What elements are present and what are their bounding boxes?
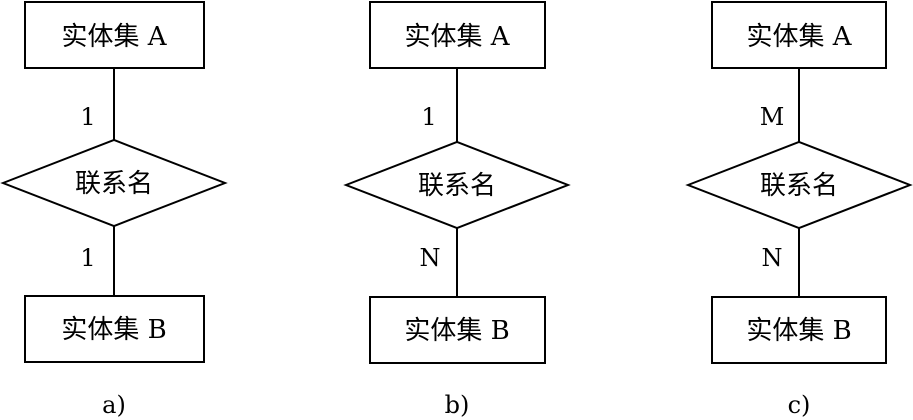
cardinality-bottom: 1 [80, 244, 95, 272]
entity-a-label: 实体集 A [746, 22, 852, 52]
entity-b-box [369, 296, 546, 364]
diagram-a: 实体集 A 联系名 实体集 B 1 1 a) [0, 1, 228, 419]
cardinality-top: 1 [421, 103, 436, 131]
relationship-diamond [343, 140, 571, 230]
diagram-b: 实体集 A 联系名 实体集 B 1 N b) [343, 1, 571, 419]
relationship-label: 联系名 [75, 169, 153, 199]
relationship-diamond [685, 140, 913, 230]
entity-a-box [369, 1, 546, 69]
relationship-diamond [0, 138, 228, 228]
caption: b) [445, 391, 470, 419]
cardinality-top: M [760, 103, 785, 131]
diagram-c: 实体集 A 联系名 实体集 B M N c) [685, 1, 913, 419]
entity-b-label: 实体集 B [404, 316, 509, 346]
cardinality-bottom: N [762, 244, 783, 272]
entity-b-box [711, 296, 887, 364]
relationship-label: 联系名 [418, 171, 496, 201]
entity-b-label: 实体集 B [61, 315, 166, 345]
caption: a) [102, 391, 126, 419]
cardinality-bottom: N [420, 244, 441, 272]
entity-a-box [711, 1, 887, 69]
caption: c) [788, 391, 811, 419]
cardinality-top: 1 [80, 103, 95, 131]
entity-b-box [24, 295, 205, 363]
entity-a-label: 实体集 A [404, 22, 510, 52]
relationship-label: 联系名 [760, 171, 838, 201]
entity-a-label: 实体集 A [61, 22, 167, 52]
entity-a-box [24, 1, 205, 69]
entity-b-label: 实体集 B [746, 316, 851, 346]
